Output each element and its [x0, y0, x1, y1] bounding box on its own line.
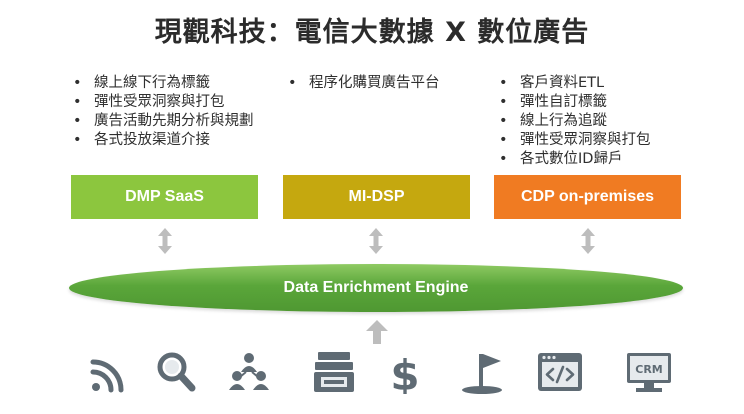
- double-arrow-icon: [369, 228, 383, 254]
- list-item: 程序化購買廣告平台: [288, 74, 440, 93]
- cdp-feature-list: 客戶資料ETL 彈性自訂標籤 線上行為追蹤 彈性受眾洞察與打包 各式數位ID歸戶: [499, 74, 651, 169]
- wifi-icon: [90, 359, 124, 393]
- list-item: 客戶資料ETL: [499, 74, 651, 93]
- list-item: 廣告活動先期分析與規劃: [73, 112, 254, 131]
- dollar-icon: $: [390, 351, 419, 394]
- svg-text:$: $: [390, 351, 419, 394]
- cdp-on-premises-box: CDP on-premises: [494, 175, 681, 219]
- page-title: 現觀科技：電信大數據 X 數位廣告: [154, 17, 590, 48]
- list-item: 線上線下行為標籤: [73, 74, 254, 93]
- dmp-feature-list: 線上線下行為標籤 彈性受眾洞察與打包 廣告活動先期分析與規劃 各式投放渠道介接: [73, 74, 254, 150]
- crm-icon: CRM: [627, 353, 671, 392]
- mi-dsp-box: MI-DSP: [283, 175, 470, 219]
- list-item: 彈性受眾洞察與打包: [499, 131, 651, 150]
- list-item: 彈性自訂標籤: [499, 93, 651, 112]
- code-window-icon: [538, 353, 582, 391]
- dmp-saas-box: DMP SaaS: [71, 175, 258, 219]
- people-network-icon: [229, 353, 269, 390]
- double-arrow-icon: [581, 228, 595, 254]
- list-item: 各式數位ID歸戶: [499, 150, 651, 169]
- double-arrow-icon: [158, 228, 172, 254]
- data-enrichment-engine: Data Enrichment Engine: [69, 264, 683, 312]
- cash-register-icon: [314, 352, 354, 392]
- list-item: 彈性受眾洞察與打包: [73, 93, 254, 112]
- crm-label: CRM: [635, 363, 663, 376]
- list-item: 各式投放渠道介接: [73, 131, 254, 150]
- search-icon: [157, 352, 196, 392]
- data-source-icons: $ CRM: [0, 350, 744, 400]
- dsp-feature-list: 程序化購買廣告平台: [288, 74, 440, 93]
- list-item: 線上行為追蹤: [499, 112, 651, 131]
- up-arrow-icon: [366, 320, 388, 344]
- flag-icon: [462, 354, 502, 394]
